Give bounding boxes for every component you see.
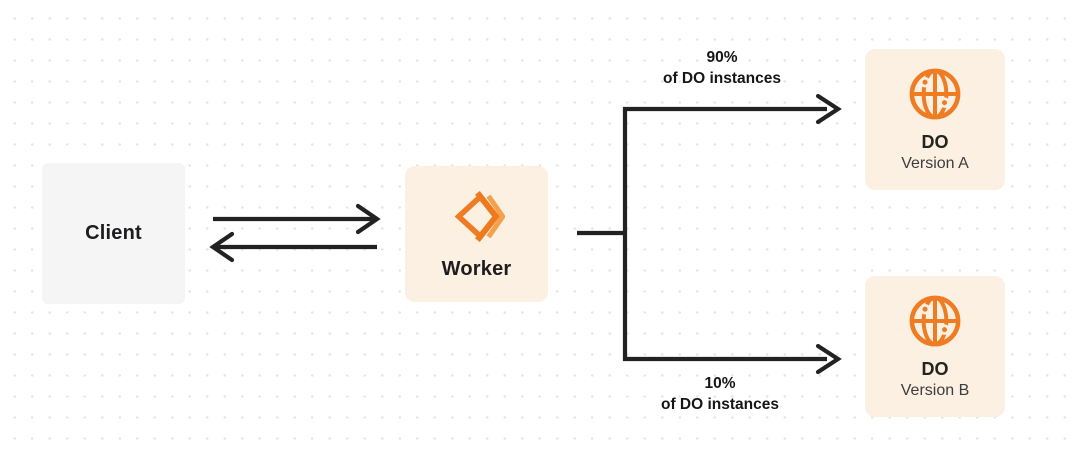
arrow-worker-to-client: [209, 231, 377, 263]
do-version-a-subtitle: Version A: [901, 155, 969, 172]
durable-object-globe-icon: [909, 68, 961, 120]
branch-b-traffic-label: 10% of DO instances: [610, 373, 830, 415]
arrow-client-to-worker: [213, 203, 381, 235]
workers-icon: [454, 190, 505, 242]
branch-a-percent: 90%: [706, 49, 738, 66]
arrow-to-do-version-a: [815, 93, 842, 125]
client-node: Client: [42, 163, 185, 304]
do-version-a-node: DO Version A: [865, 49, 1005, 190]
branch-b-percent: 10%: [704, 375, 736, 392]
arrow-to-do-version-b: [815, 343, 842, 375]
do-version-b-title: DO: [921, 359, 949, 379]
branch-b-caption: of DO instances: [661, 396, 779, 413]
branch-a-caption: of DO instances: [663, 70, 781, 87]
worker-label: Worker: [441, 257, 512, 280]
do-version-b-subtitle: Version B: [900, 382, 970, 399]
durable-object-globe-icon: [909, 295, 961, 347]
worker-node: Worker: [405, 166, 548, 302]
branch-fork-lines: [622, 106, 827, 362]
branch-a-traffic-label: 90% of DO instances: [612, 47, 832, 89]
do-version-b-node: DO Version B: [865, 276, 1005, 417]
do-version-a-title: DO: [921, 132, 949, 152]
client-label: Client: [85, 222, 142, 244]
